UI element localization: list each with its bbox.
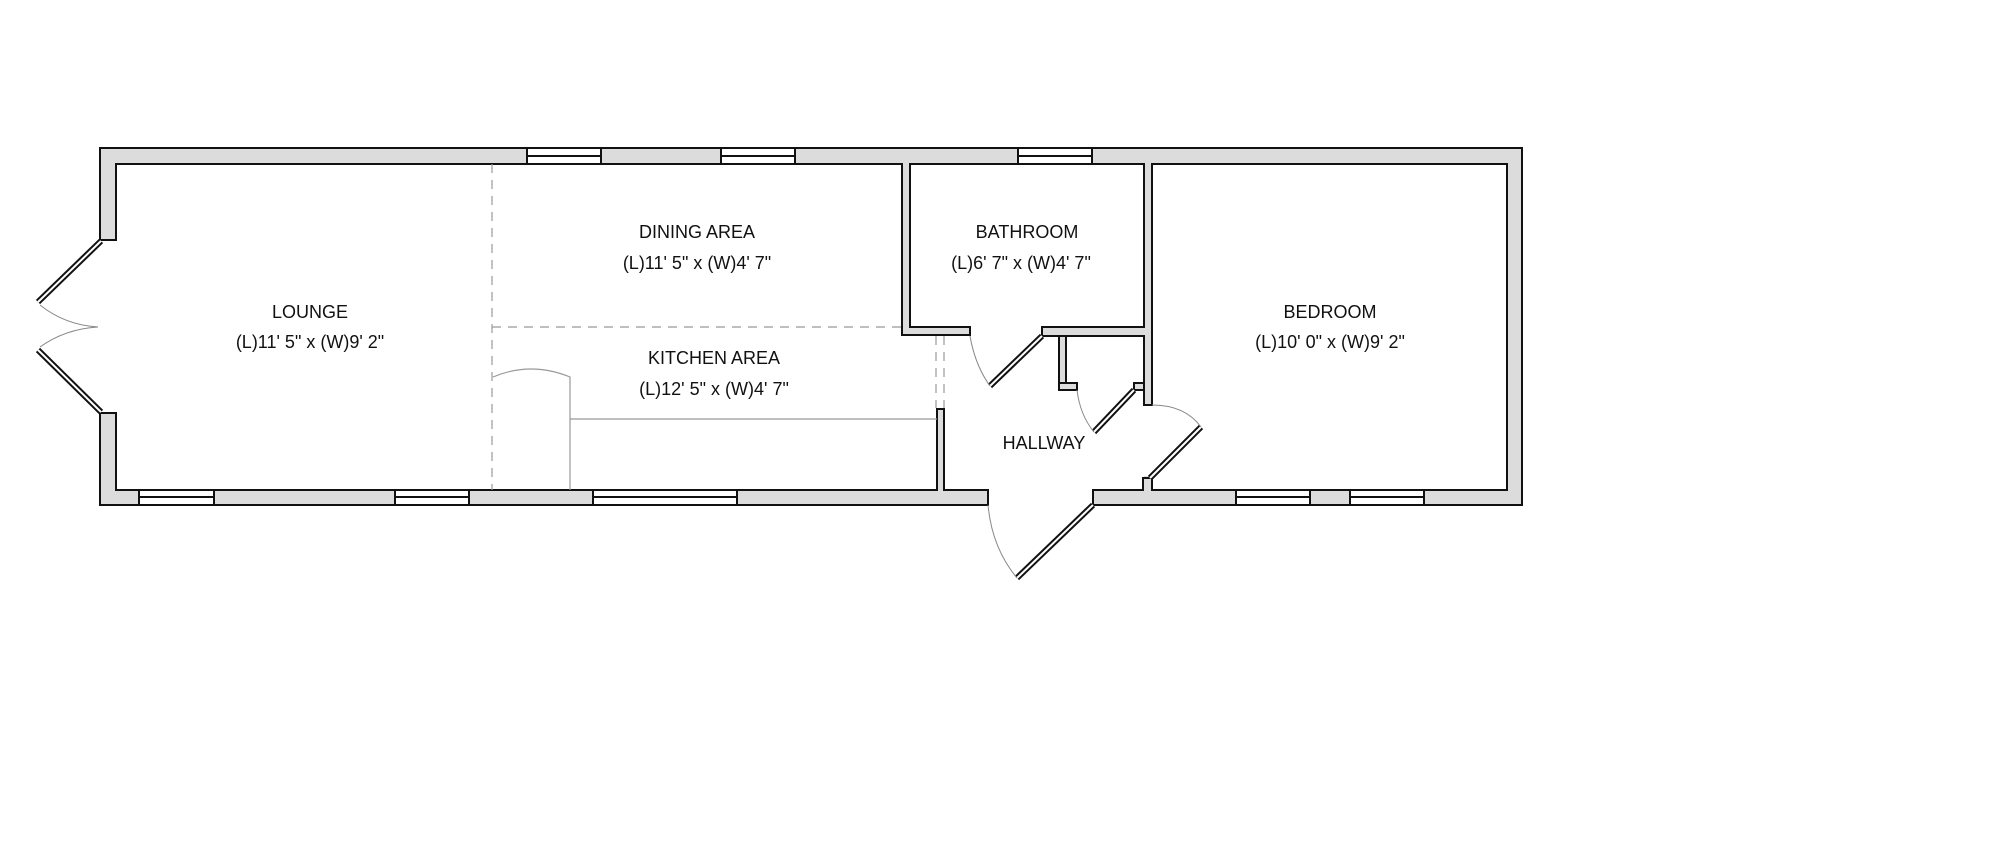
room-labels: LOUNGE (L)11' 5" x (W)9' 2" DINING AREA … bbox=[236, 222, 1405, 453]
bedroom-dims: (L)10' 0" x (W)9' 2" bbox=[1255, 332, 1405, 352]
bedroom-name: BEDROOM bbox=[1283, 302, 1376, 322]
kitchen-dims: (L)12' 5" x (W)4' 7" bbox=[639, 379, 789, 399]
area-dividers bbox=[491, 164, 945, 490]
bathroom-name: BATHROOM bbox=[976, 222, 1079, 242]
dining-name: DINING AREA bbox=[639, 222, 755, 242]
dining-dims: (L)11' 5" x (W)4' 7" bbox=[623, 253, 771, 273]
windows bbox=[138, 147, 1425, 506]
bathroom-door bbox=[969, 333, 1045, 389]
kitchen-name: KITCHEN AREA bbox=[648, 348, 780, 368]
bay-door-top bbox=[35, 238, 104, 328]
lounge-name: LOUNGE bbox=[272, 302, 348, 322]
bay-door-bottom bbox=[35, 326, 104, 415]
bedroom-door bbox=[1147, 404, 1204, 481]
bathroom-dims: (L)6' 7" x (W)4' 7" bbox=[951, 253, 1091, 273]
closet-door bbox=[1076, 387, 1137, 435]
doors bbox=[35, 238, 1204, 581]
lounge-dims: (L)11' 5" x (W)9' 2" bbox=[236, 332, 384, 352]
walls bbox=[99, 147, 1523, 506]
entrance-door bbox=[987, 502, 1096, 581]
hallway-name: HALLWAY bbox=[1003, 433, 1086, 453]
